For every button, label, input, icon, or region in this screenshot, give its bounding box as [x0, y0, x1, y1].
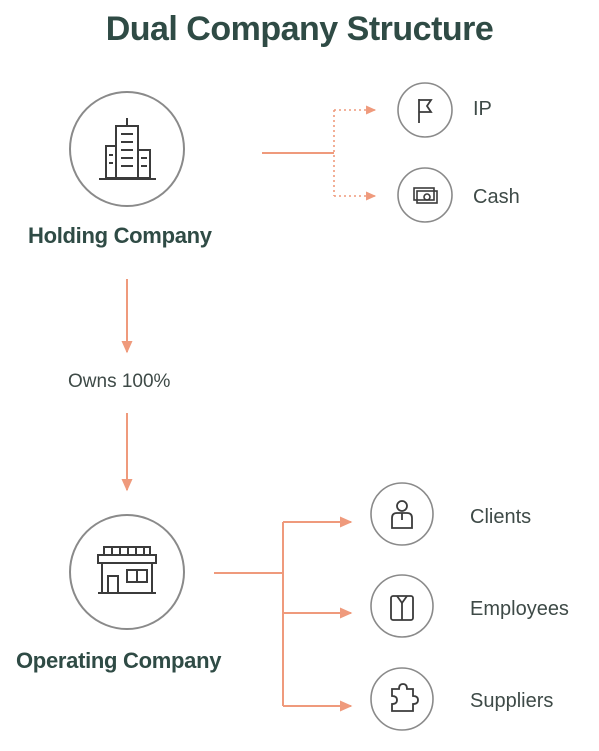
holding-asset-connector	[262, 105, 377, 201]
employees-node	[370, 574, 434, 638]
suppliers-node	[370, 667, 434, 731]
cash-icon	[413, 187, 438, 204]
shirt-icon	[390, 595, 414, 621]
ownership-label: Owns 100%	[68, 371, 171, 392]
suppliers-label: Suppliers	[470, 690, 554, 712]
flag-icon	[418, 99, 433, 123]
person-icon	[391, 500, 413, 529]
employees-label: Employees	[470, 598, 569, 620]
cash-asset-node	[397, 167, 453, 223]
operating-company-label: Operating Company	[16, 648, 222, 673]
ip-asset-label: IP	[473, 98, 492, 120]
ip-asset-node	[397, 82, 453, 138]
puzzle-icon	[391, 683, 419, 712]
operating-company-node	[69, 514, 185, 630]
cash-asset-label: Cash	[473, 186, 520, 208]
office-building-icon	[99, 118, 156, 180]
clients-node	[370, 482, 434, 546]
holding-company-label: Holding Company	[28, 223, 212, 248]
page-title: Dual Company Structure	[105, 10, 494, 48]
clients-label: Clients	[470, 506, 532, 528]
operating-relation-connector	[214, 516, 353, 712]
holding-company-node	[69, 91, 185, 207]
storefront-icon	[97, 546, 157, 594]
